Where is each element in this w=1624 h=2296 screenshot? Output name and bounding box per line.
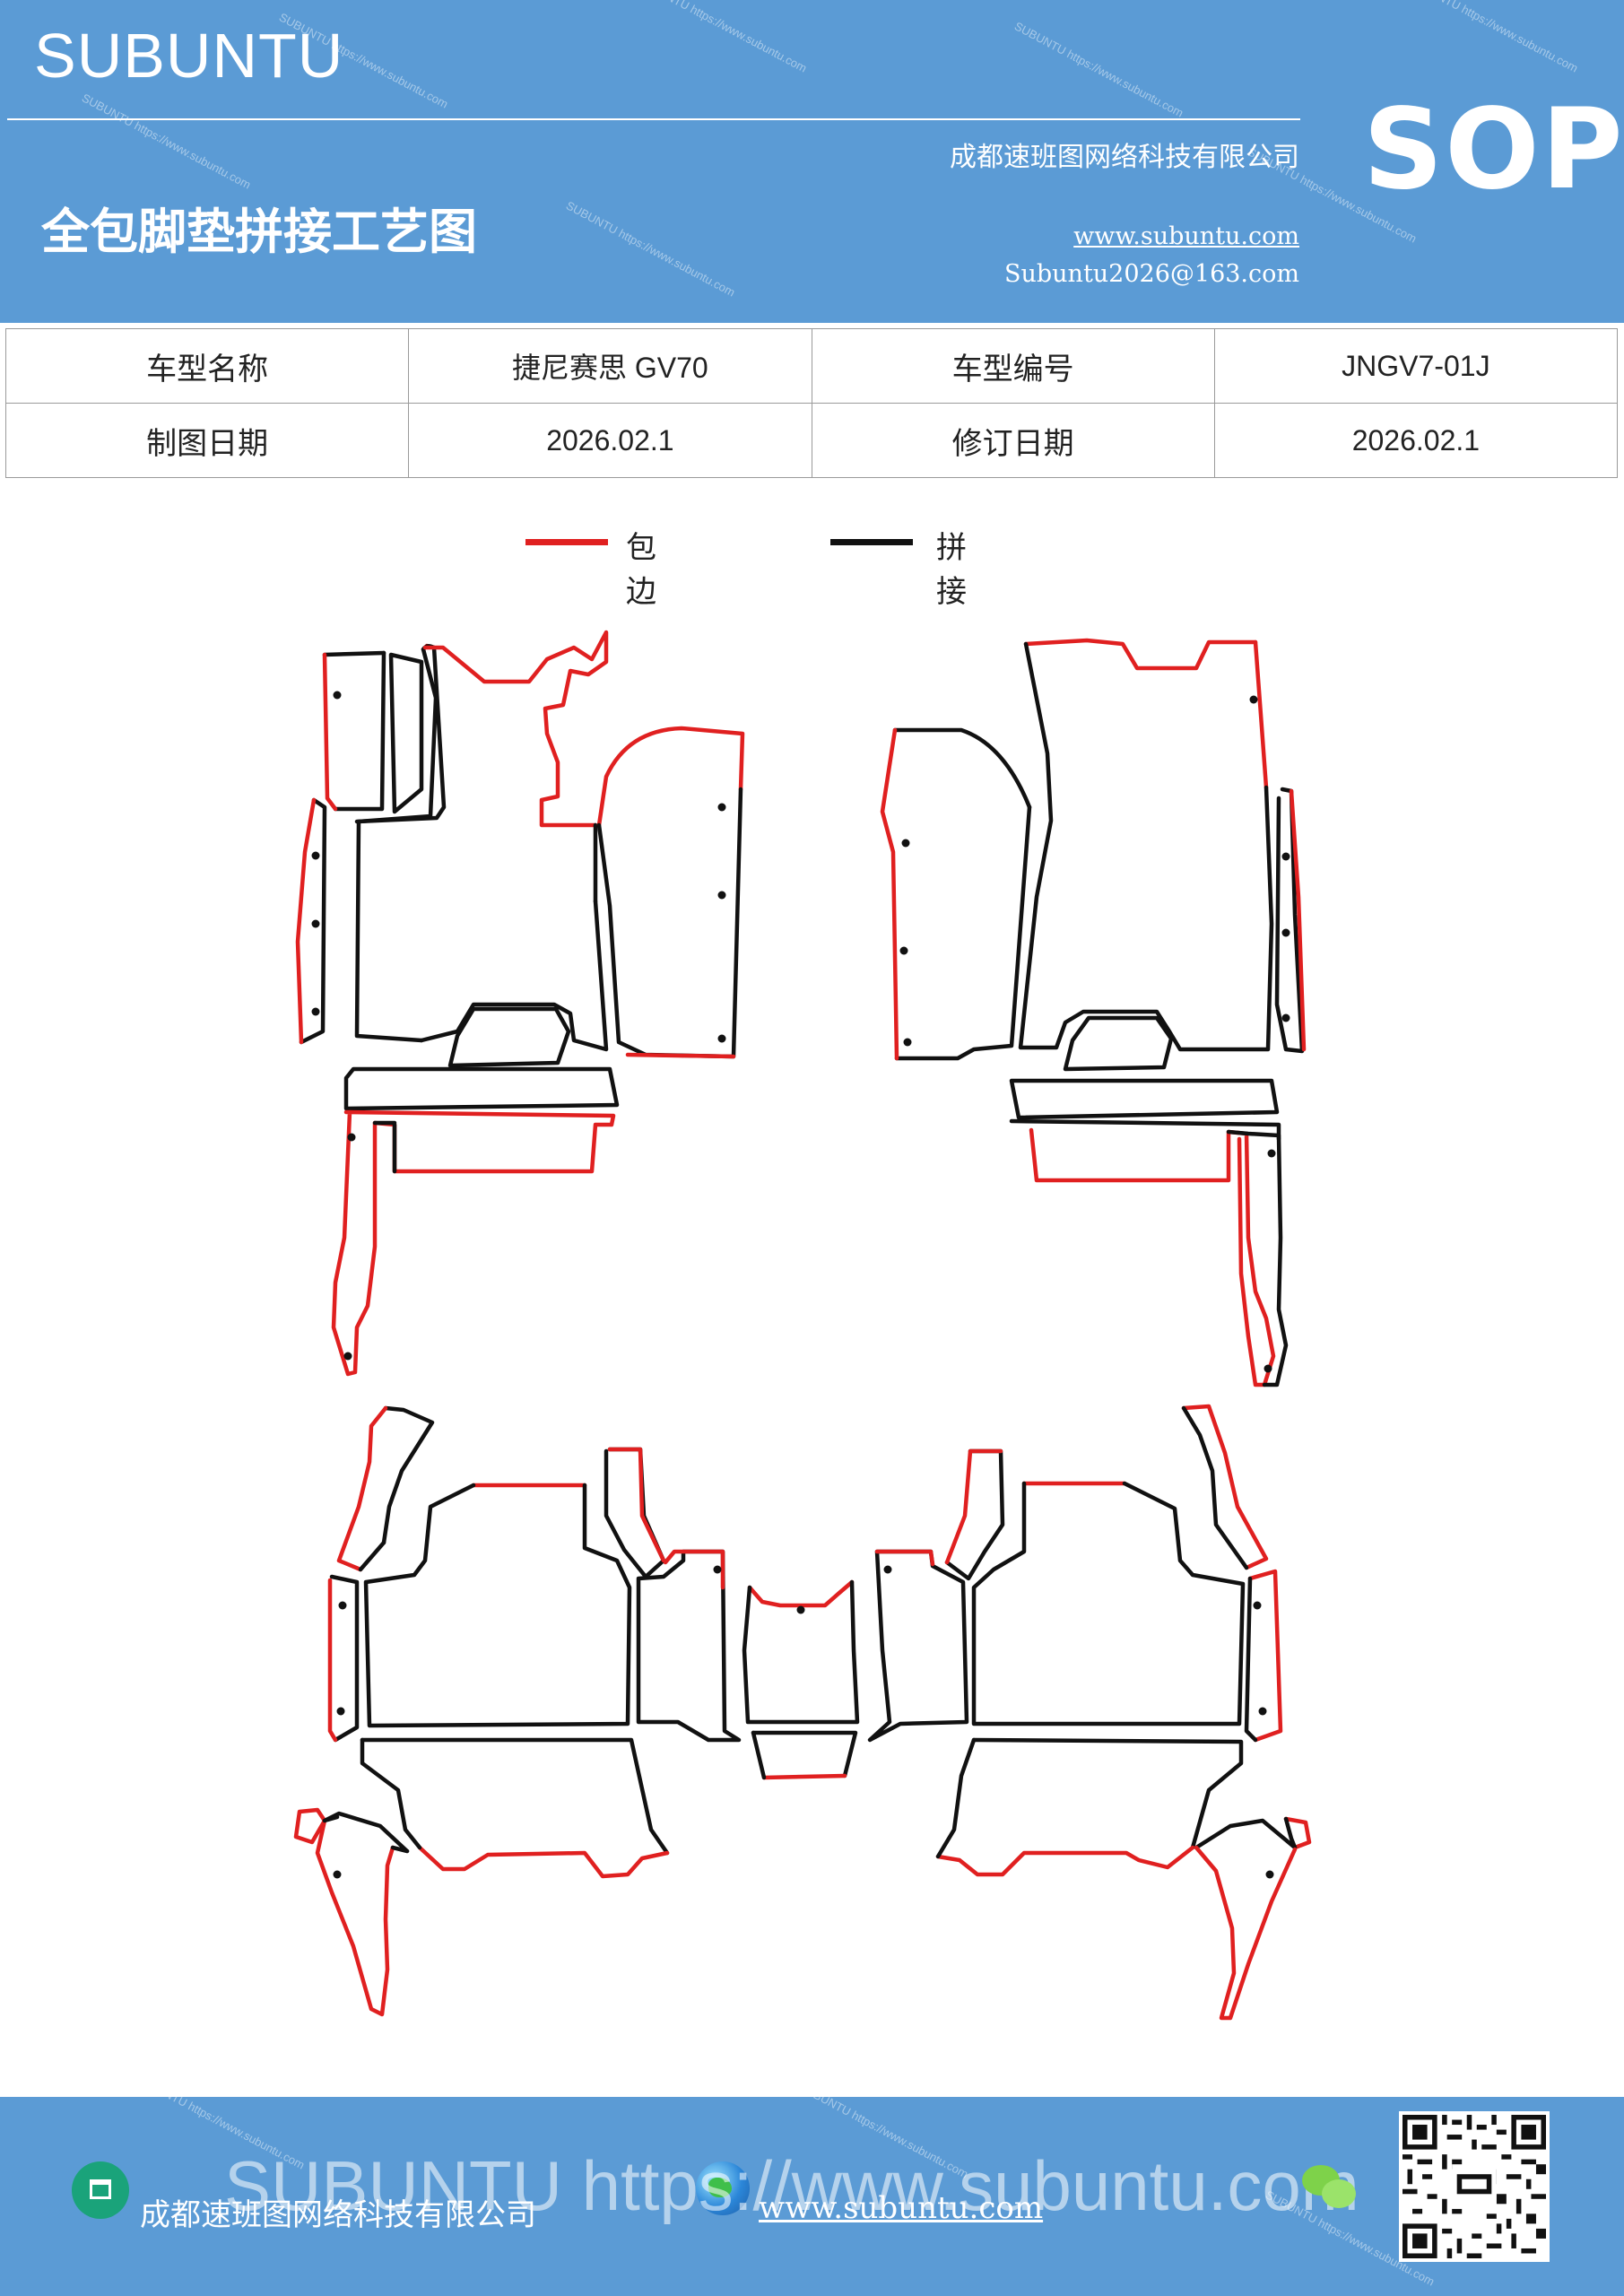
- footer-company: 成都速班图网络科技有限公司: [140, 2197, 536, 2233]
- legend-label: 包边: [626, 530, 656, 610]
- rear-left-mat: [293, 1405, 742, 2017]
- qr-code-pattern: [1403, 2115, 1546, 2258]
- table-row: 制图日期 2026.02.1 修订日期 2026.02.1: [4, 403, 1619, 478]
- model-code-value: JNGV7-01J: [1213, 328, 1619, 404]
- brand-name: SUBUNTU: [34, 21, 344, 91]
- building-icon: [72, 2161, 129, 2219]
- floor-mat-drawing: [293, 630, 1312, 2021]
- vehicle-info-table: 车型名称 捷尼赛思 GV70 车型编号 JNGV7-01J 制图日期 2026.…: [4, 328, 1619, 478]
- header-divider: [7, 118, 1300, 120]
- draw-date-label: 制图日期: [4, 403, 410, 478]
- company-name: 成都速班图网络科技有限公司: [950, 142, 1299, 173]
- contact-email[interactable]: Subuntu2026@163.com: [1004, 260, 1299, 288]
- front-right-mat: [880, 638, 1307, 1387]
- page-title: 全包脚垫拼接工艺图: [41, 203, 477, 260]
- header-banner: SUBUNTU https://www.subuntu.com SUBUNTU …: [0, 0, 1624, 323]
- footer-banner: SUBUNTU https://www.subuntu.com SUBUNTU …: [0, 2097, 1624, 2296]
- qr-code[interactable]: [1399, 2111, 1550, 2262]
- rear-center-mat: [742, 1579, 860, 1780]
- model-name-value: 捷尼赛思 GV70: [408, 328, 812, 404]
- legend-swatch-red: [525, 539, 608, 545]
- footer-watermark-large: SUBUNTU https://www.subuntu.com: [224, 2146, 1359, 2225]
- sop-badge: SOP: [1363, 85, 1624, 214]
- draw-date-value: 2026.02.1: [408, 403, 812, 478]
- wechat-icon: [1302, 2165, 1356, 2213]
- revision-date-label: 修订日期: [811, 403, 1215, 478]
- front-left-mat: [295, 630, 745, 1377]
- globe-icon: [696, 2161, 750, 2215]
- model-code-label: 车型编号: [811, 328, 1215, 404]
- legend-label: 拼接: [936, 530, 967, 610]
- rear-right-mat: [867, 1404, 1312, 2021]
- table-row: 车型名称 捷尼赛思 GV70 车型编号 JNGV7-01J: [4, 328, 1619, 404]
- legend-swatch-black: [830, 539, 913, 545]
- model-name-label: 车型名称: [4, 328, 410, 404]
- revision-date-value: 2026.02.1: [1213, 403, 1619, 478]
- footer-website-link[interactable]: www.subuntu.com: [759, 2190, 1044, 2226]
- website-link[interactable]: www.subuntu.com: [1073, 222, 1299, 250]
